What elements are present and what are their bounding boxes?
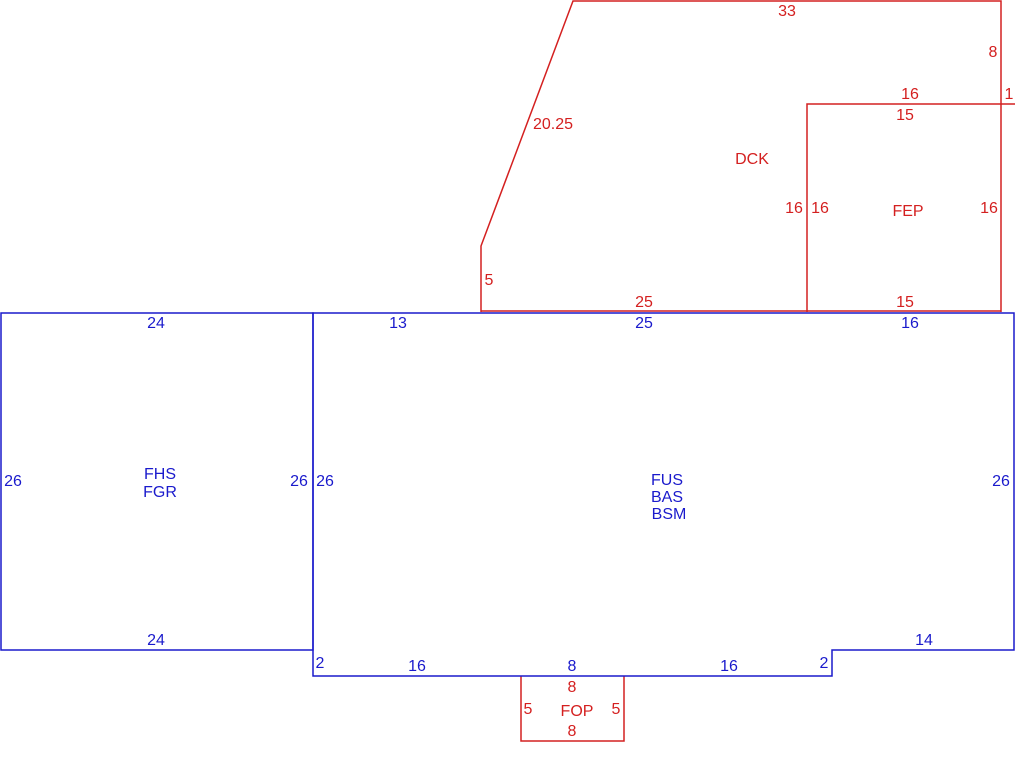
house-top-left-dim: 13 <box>389 315 407 332</box>
fep-bottom-dim: 15 <box>896 294 914 311</box>
house-bottom-right-dim: 14 <box>915 632 933 649</box>
fep-left-dim: 16 <box>811 200 829 217</box>
deck-bottom-dim: 25 <box>635 294 653 311</box>
fep-top-inner-dim: 15 <box>896 107 914 124</box>
house-top-right-dim: 16 <box>901 315 919 332</box>
deck-left-dim: 5 <box>485 272 494 289</box>
open-porch-outline <box>520 676 625 742</box>
fep-stub-dim: 1 <box>1005 86 1014 103</box>
garage-code-2: FGR <box>143 484 177 501</box>
fop-top-dim: 8 <box>568 679 577 696</box>
deck-right-top-dim: 8 <box>989 44 998 61</box>
house-right-dim: 26 <box>992 473 1010 490</box>
house-top-mid-dim: 25 <box>635 315 653 332</box>
fop-code: FOP <box>561 703 594 720</box>
deck-diagonal-dim: 20.25 <box>533 116 573 133</box>
house-code-2: BAS <box>651 489 683 506</box>
garage-left-dim: 26 <box>4 473 22 490</box>
fep-right-dim: 16 <box>980 200 998 217</box>
house-bottom-right-seg-dim: 16 <box>720 658 738 675</box>
house-left-dim: 26 <box>316 473 334 490</box>
garage-code-1: FHS <box>144 466 176 483</box>
garage-bottom-dim: 24 <box>147 632 165 649</box>
garage-right-dim: 26 <box>290 473 308 490</box>
house-bottom-left-seg-dim: 16 <box>408 658 426 675</box>
garage-top-dim: 24 <box>147 315 165 332</box>
house-notch-right-dim: 2 <box>820 655 829 672</box>
fep-code: FEP <box>892 203 923 220</box>
house-code-1: FUS <box>651 472 683 489</box>
deck-top-dim: 33 <box>778 3 796 20</box>
house-notch-left-dim: 2 <box>316 655 325 672</box>
house-code-3: BSM <box>652 506 687 523</box>
deck-code: DCK <box>735 151 769 168</box>
deck-inner-left-dim: 16 <box>785 200 803 217</box>
main-house-outline <box>312 312 1015 677</box>
enclosed-porch-outline <box>806 103 1015 312</box>
fop-right-dim: 5 <box>612 701 621 718</box>
fep-top-outer-dim: 16 <box>901 86 919 103</box>
fop-left-dim: 5 <box>524 701 533 718</box>
house-bottom-mid-dim: 8 <box>568 658 577 675</box>
fop-bottom-dim: 8 <box>568 723 577 740</box>
